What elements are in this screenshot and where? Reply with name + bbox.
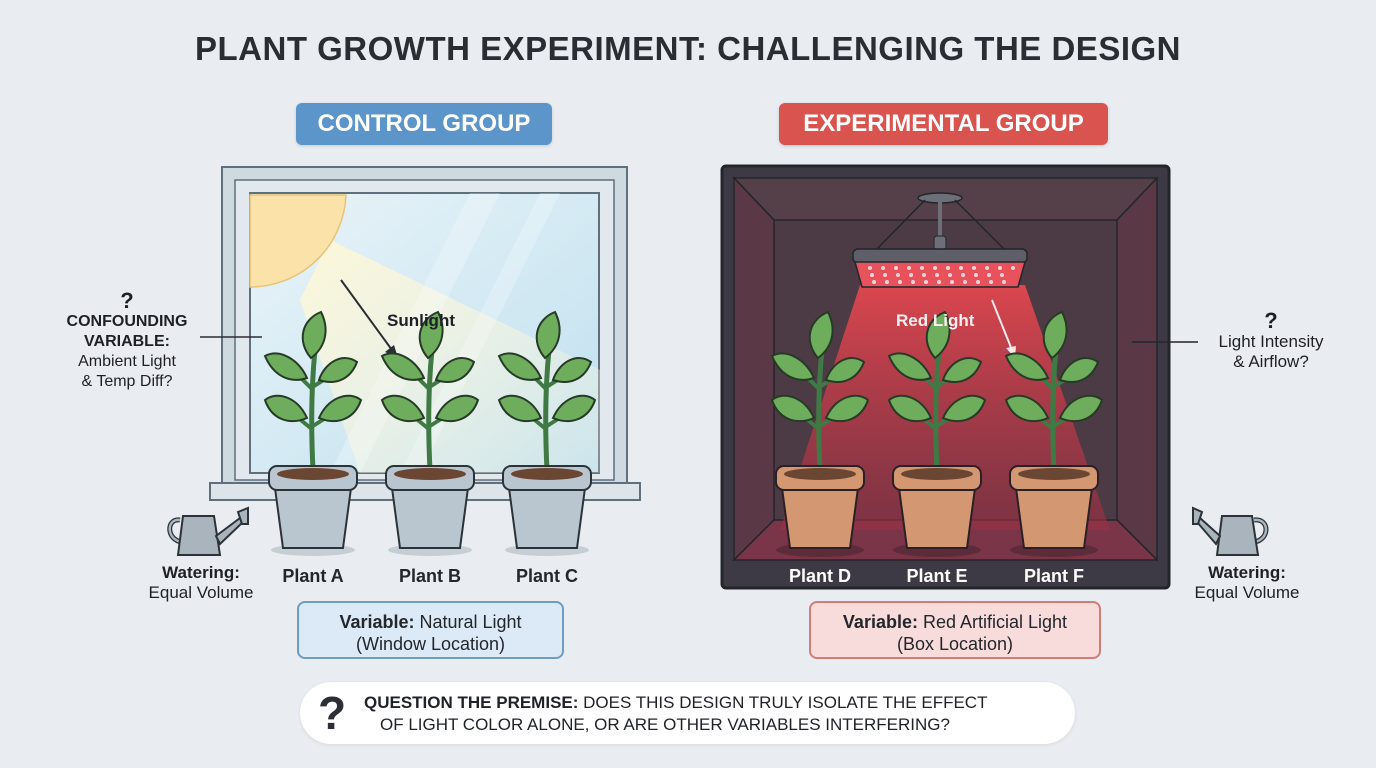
plant-d-label: Plant D — [788, 566, 851, 586]
plant-f-label: Plant F — [1023, 566, 1084, 586]
sun-icon — [249, 194, 347, 288]
plant-e-label: Plant E — [906, 566, 968, 586]
plant-b-label: Plant B — [398, 566, 461, 586]
confounding-variable-note: ? CONFOUNDING VARIABLE: Ambient Light & … — [52, 290, 202, 392]
grow-lamp-icon — [852, 192, 1028, 288]
question-mark-icon: ? — [318, 687, 347, 739]
question-mark-icon: ? — [120, 288, 134, 313]
experimental-variable-box: Variable: Red Artificial Light (Box Loca… — [809, 601, 1101, 659]
sunlight-label: Sunlight — [387, 311, 455, 330]
experimental-watering-note: Watering: Equal Volume — [1194, 563, 1300, 602]
intensity-airflow-note: ? Light Intensity & Airflow? — [1196, 310, 1346, 372]
premise-callout: ? QUESTION THE PREMISE: DOES THIS DESIGN… — [300, 682, 1075, 744]
question-mark-icon: ? — [1264, 308, 1278, 333]
watering-can-icon — [167, 506, 249, 556]
page-title: PLANT GROWTH EXPERIMENT: CHALLENGING THE… — [194, 30, 1181, 67]
control-watering-note: Watering: Equal Volume — [148, 563, 254, 602]
control-group-badge: CONTROL GROUP — [296, 103, 552, 145]
plant-a-label: Plant A — [282, 566, 344, 586]
experimental-group-badge: EXPERIMENTAL GROUP — [779, 103, 1108, 145]
control-variable-box: Variable: Natural Light (Window Location… — [297, 601, 564, 659]
plant-c-label: Plant C — [515, 566, 578, 586]
watering-can-icon — [1192, 506, 1269, 556]
premise-text: QUESTION THE PREMISE: DOES THIS DESIGN T… — [364, 693, 988, 734]
red-light-arrow-icon — [991, 299, 1013, 351]
red-light-label: Red Light — [896, 311, 975, 330]
sunlight-arrow-icon — [340, 279, 393, 351]
